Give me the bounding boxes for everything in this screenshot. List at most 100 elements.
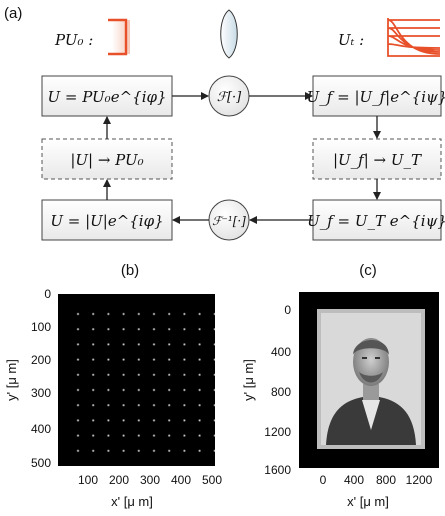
spot [152, 327, 156, 331]
spot [167, 388, 171, 392]
b-ytick-2: 200 [31, 353, 51, 367]
spot [213, 418, 217, 422]
panel-c-xticks: 0 400 800 1200 [320, 473, 433, 487]
spot [122, 312, 126, 316]
spot [213, 312, 217, 316]
spot [122, 403, 126, 407]
spot [182, 327, 186, 331]
fourier-operator-text: ℱ[·] [217, 90, 242, 105]
box-top-right-text: U_f = |U_f|e^{iψ} [307, 88, 445, 106]
spot [76, 327, 80, 331]
spot [152, 418, 156, 422]
spot [122, 449, 126, 453]
c-ytick-0: 0 [284, 303, 291, 317]
spot [137, 434, 141, 438]
box-top-left: U = PU₀e^{iφ} [41, 75, 173, 117]
spot [91, 327, 95, 331]
spot [137, 403, 141, 407]
spot [182, 403, 186, 407]
spot [91, 312, 95, 316]
spot [182, 358, 186, 362]
spot [76, 388, 80, 392]
spot [137, 373, 141, 377]
spot [198, 358, 202, 362]
spot [137, 449, 141, 453]
spot-array [76, 312, 217, 453]
panel-c-xlabel: x' [μ m] [347, 494, 389, 509]
spot [213, 373, 217, 377]
panel-b-label: (b) [121, 262, 139, 279]
box-top-right: U_f = |U_f|e^{iψ} [307, 75, 445, 117]
pupil-function-icon [108, 18, 130, 56]
b-ytick-1: 100 [31, 320, 51, 334]
spot [106, 434, 110, 438]
box-top-left-text: U = PU₀e^{iφ} [47, 88, 166, 106]
spot [122, 342, 126, 346]
spot [137, 358, 141, 362]
c-ytick-1: 400 [271, 345, 291, 359]
spot [213, 388, 217, 392]
spot [152, 449, 156, 453]
spot [182, 312, 186, 316]
panel-c-label: (c) [359, 262, 377, 279]
spot [213, 358, 217, 362]
spot [198, 327, 202, 331]
spot [91, 434, 95, 438]
b-xtick-2: 300 [140, 473, 160, 487]
spot [122, 418, 126, 422]
spot [198, 434, 202, 438]
spot [182, 342, 186, 346]
panel-b-ylabel: y' [μ m] [4, 359, 19, 401]
spot [167, 358, 171, 362]
spot [213, 327, 217, 331]
box-mid-right-text: |U_f| → U_T [333, 151, 422, 169]
spot [137, 312, 141, 316]
spot [182, 373, 186, 377]
c-xtick-0: 0 [320, 473, 327, 487]
spot [152, 342, 156, 346]
spot [152, 373, 156, 377]
b-ytick-0: 0 [44, 287, 51, 301]
inverse-fourier-operator: ℱ⁻¹[·] [208, 199, 250, 241]
spot [106, 403, 110, 407]
spot [198, 388, 202, 392]
spot [182, 449, 186, 453]
inverse-fourier-operator-text: ℱ⁻¹[·] [212, 214, 246, 228]
spot [122, 358, 126, 362]
spot [122, 434, 126, 438]
spot [167, 418, 171, 422]
panel-b-yticks: 0 100 200 300 400 500 [31, 287, 51, 470]
spot [106, 342, 110, 346]
c-xtick-3: 1200 [406, 473, 433, 487]
spot [122, 373, 126, 377]
spot [91, 342, 95, 346]
spot [91, 418, 95, 422]
spot [152, 388, 156, 392]
spot [198, 403, 202, 407]
spot [137, 327, 141, 331]
spot [76, 418, 80, 422]
b-ytick-5: 500 [31, 456, 51, 470]
spot [106, 418, 110, 422]
spot [76, 373, 80, 377]
portrait-image [299, 292, 439, 468]
spot [76, 312, 80, 316]
spot [182, 418, 186, 422]
spot [137, 388, 141, 392]
spot [198, 449, 202, 453]
box-mid-left: |U| → PU₀ [41, 138, 173, 180]
b-xtick-4: 500 [202, 473, 222, 487]
spot [167, 342, 171, 346]
spot [137, 342, 141, 346]
spot [152, 358, 156, 362]
panel-c-ylabel: y' [μ m] [241, 359, 256, 401]
c-ytick-2: 800 [271, 385, 291, 399]
spot [167, 373, 171, 377]
spot [106, 373, 110, 377]
spot [76, 358, 80, 362]
spot [213, 403, 217, 407]
spot [152, 312, 156, 316]
spot [167, 403, 171, 407]
panel-b-xlabel: x' [μ m] [111, 494, 153, 509]
